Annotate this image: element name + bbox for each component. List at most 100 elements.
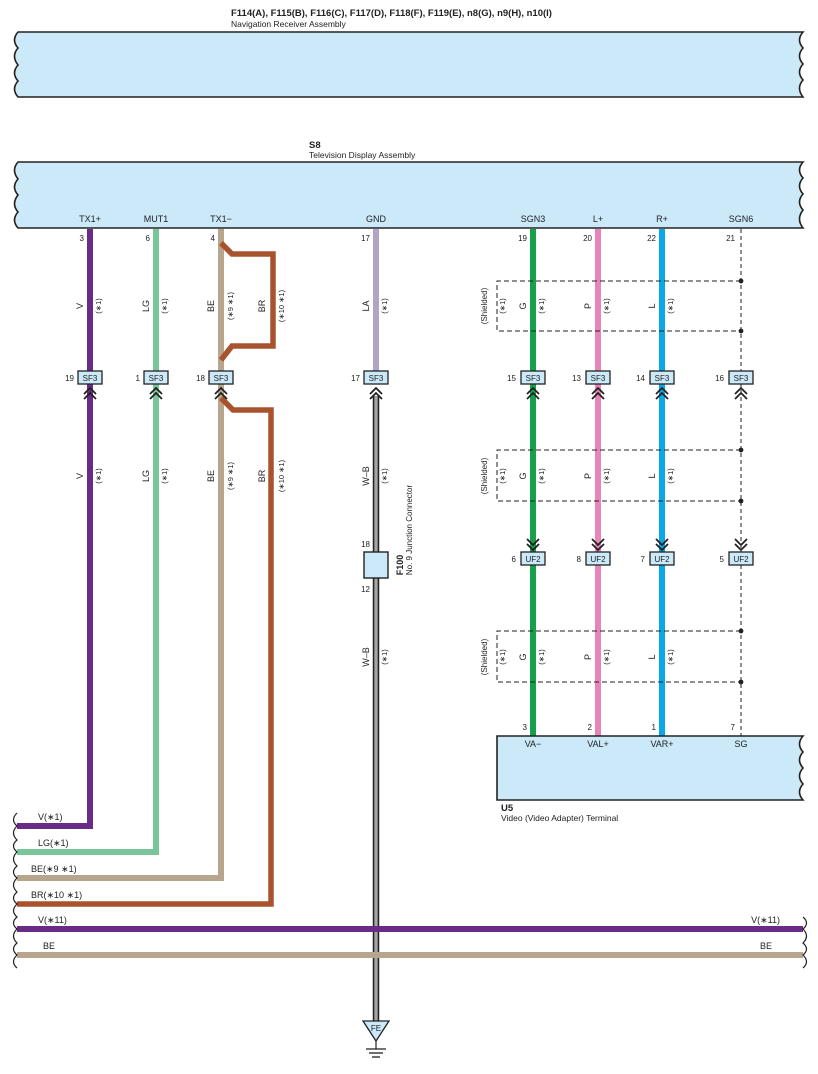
mid-color-g: G (518, 472, 528, 479)
sf3-label: SF3 (591, 374, 606, 383)
uf2-label: UF2 (733, 555, 749, 564)
pin-num-6: 6 (146, 234, 151, 243)
junction-name: No. 9 Junction Connector (405, 485, 414, 576)
pin-num-3: 3 (80, 234, 85, 243)
mid-note-g: (∗1) (537, 468, 546, 484)
sf3-pin-15: 15 (507, 374, 516, 383)
junction-pin-18: 18 (361, 540, 370, 549)
bus-label-be-left: BE (43, 941, 55, 951)
upper-wire-labels: V (∗1) LG (∗1) BE (∗9 ∗1) BR (∗10 ∗1) LA… (75, 289, 675, 322)
terminal-pin-label-val-plus: VAL+ (587, 739, 609, 749)
ground-label: FE (371, 1024, 381, 1033)
sf3-pin-13: 13 (572, 374, 581, 383)
uf2-pin-6: 6 (512, 555, 517, 564)
pin-label-sgn3: SGN3 (521, 214, 546, 224)
pin-num-21: 21 (726, 234, 735, 243)
mid-note-br: (∗10 ∗1) (277, 459, 286, 492)
terminal-pin-label-var-plus: VAR+ (650, 739, 673, 749)
sf3-connector-row: SF3 19 SF3 1 SF3 18 SF3 17 SF3 15 (65, 370, 754, 400)
uf2-label: UF2 (590, 555, 606, 564)
upper-color-lg: LG (141, 300, 151, 312)
pin-label-mut1: MUT1 (144, 214, 169, 224)
mid-color-lg: LG (141, 470, 151, 482)
television-display-box (13, 161, 805, 229)
shielded-label-lower: (Shielded) (480, 638, 489, 675)
sf3-pin-17: 17 (351, 374, 360, 383)
uf2-pin-7: 7 (641, 555, 646, 564)
mid-color-p: P (583, 473, 593, 479)
upper-note-lg: (∗1) (160, 298, 169, 314)
pin-num-22: 22 (647, 234, 656, 243)
upper-note-la: (∗1) (380, 298, 389, 314)
shielded-box-lower: (Shielded) (∗1) (480, 628, 744, 685)
mid-note-v: (∗1) (94, 468, 103, 484)
navigation-receiver-box (13, 31, 805, 98)
left-bus-bracket (12, 812, 18, 969)
upper-color-v: V (75, 303, 85, 309)
upper-note-v: (∗1) (94, 298, 103, 314)
wire-br (17, 396, 274, 907)
junction-note-below: (∗1) (380, 649, 389, 665)
mid-color-br: BR (257, 469, 267, 482)
terminal-pin-num-2: 2 (588, 723, 593, 732)
pin-num-4: 4 (211, 234, 216, 243)
pin-num-20: 20 (583, 234, 592, 243)
lower-wire-labels: G (∗1) P (∗1) L (∗1) (518, 649, 675, 665)
mid-note-p: (∗1) (602, 468, 611, 484)
lower-note-g: (∗1) (537, 649, 546, 665)
sf3-connector-14: SF3 14 (636, 370, 675, 400)
mid-color-l: L (647, 473, 657, 478)
bus-label-lg1: LG(∗1) (38, 838, 69, 848)
lower-color-l: L (647, 654, 657, 659)
receiver-assembly-name: Navigation Receiver Assembly (231, 19, 347, 29)
terminal-pin-label-va-minus: VA− (525, 739, 542, 749)
sf3-connector-15: SF3 15 (507, 370, 546, 400)
upper-color-p: P (583, 303, 593, 309)
lower-color-g: G (518, 653, 528, 660)
pin-num-17: 17 (361, 234, 370, 243)
terminal-pin-num-7: 7 (731, 723, 736, 732)
bus-label-be-right: BE (760, 941, 772, 951)
shielded-box-middle: (Shielded) (∗1) (480, 447, 744, 504)
pin-label-r-plus: R+ (656, 214, 668, 224)
uf2-label: UF2 (654, 555, 670, 564)
mid-note-lg: (∗1) (160, 468, 169, 484)
display-pin-labels: TX1+ MUT1 TX1− GND SGN3 L+ R+ SGN6 (79, 214, 753, 224)
upper-note-g: (∗1) (537, 298, 546, 314)
sf3-pin-18: 18 (196, 374, 205, 383)
sf3-pin-14: 14 (636, 374, 645, 383)
bus-label-v11-right: V(∗11) (751, 915, 780, 925)
upper-color-br: BR (257, 299, 267, 312)
ground-symbol: FE (361, 1020, 391, 1058)
mid-color-v: V (75, 473, 85, 479)
sf3-label: SF3 (526, 374, 541, 383)
uf2-connector-8: UF2 8 (577, 538, 611, 566)
junction-wire-below: W–B (361, 647, 371, 667)
shielded-box-upper: (Shielded) (∗1) (480, 278, 744, 334)
bus-label-v11-left: V(∗11) (38, 915, 67, 925)
uf2-connector-6: UF2 6 (512, 538, 546, 566)
pin-label-l-plus: L+ (593, 214, 603, 224)
uf2-connector-7: UF2 7 (641, 538, 675, 566)
sf3-label: SF3 (655, 374, 670, 383)
mid-wire-labels: V (∗1) LG (∗1) BE (∗9 ∗1) BR (∗10 ∗1) W–… (75, 459, 675, 492)
junction-pin-12: 12 (361, 585, 370, 594)
terminal-pin-num-3: 3 (523, 723, 528, 732)
upper-note-be: (∗9 ∗1) (226, 292, 235, 320)
upper-color-be: BE (206, 300, 216, 312)
sf3-label: SF3 (83, 374, 98, 383)
video-adapter-terminal-box (496, 735, 805, 801)
upper-color-la: LA (361, 300, 371, 311)
uf2-connector-5: UF2 5 (720, 538, 754, 566)
terminal-pin-labels: VA− VAL+ VAR+ SG (525, 739, 748, 749)
lower-note-p: (∗1) (602, 649, 611, 665)
mid-note-l: (∗1) (666, 468, 675, 484)
bus-label-be91: BE(∗9 ∗1) (31, 864, 77, 874)
sf3-label: SF3 (369, 374, 384, 383)
pin-label-tx1-minus: TX1− (210, 214, 232, 224)
junction-connector-f100: 18 12 F100 No. 9 Junction Connector W–B … (361, 485, 414, 667)
pin-label-tx1-plus: TX1+ (79, 214, 101, 224)
display-pin-numbers: 3 6 4 17 19 20 22 21 (80, 234, 736, 243)
sf3-label: SF3 (734, 374, 749, 383)
uf2-connector-row: UF2 6 UF2 8 UF2 7 UF2 5 (512, 538, 754, 566)
